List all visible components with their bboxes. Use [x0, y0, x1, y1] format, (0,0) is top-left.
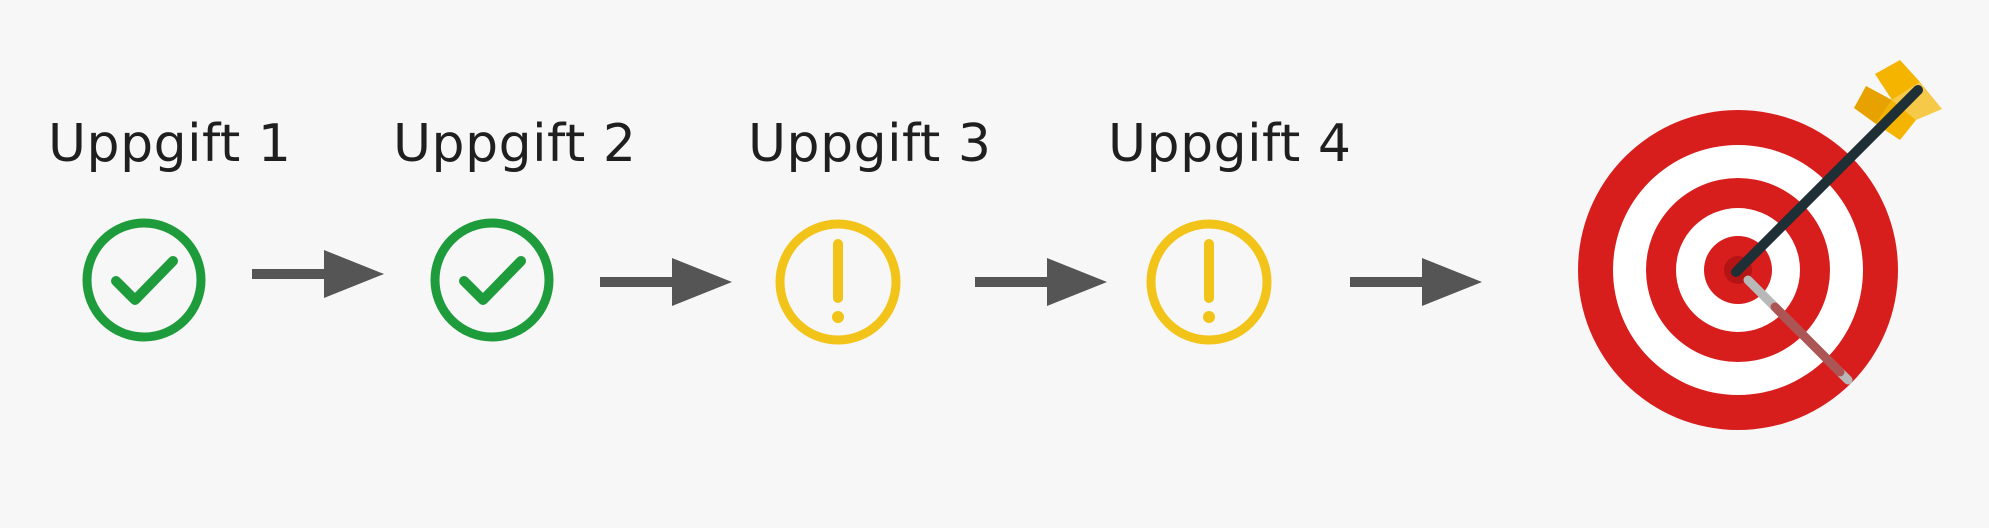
- arrow-right-icon: [975, 258, 1107, 306]
- arrow-right-icon: [600, 258, 732, 306]
- arrow-right-icon: [252, 250, 384, 298]
- task-4-label: Uppgift 4: [1108, 114, 1352, 174]
- exclamation-circle-icon: [775, 219, 901, 345]
- target-with-arrow-icon: [1578, 60, 1942, 430]
- task-1-label: Uppgift 1: [48, 114, 292, 174]
- check-circle-icon: [430, 218, 554, 342]
- arrow-right-icon: [1350, 258, 1482, 306]
- task-3-label: Uppgift 3: [748, 114, 992, 174]
- exclamation-circle-icon: [1146, 219, 1272, 345]
- task-2-label: Uppgift 2: [393, 114, 637, 174]
- check-circle-icon: [82, 218, 206, 342]
